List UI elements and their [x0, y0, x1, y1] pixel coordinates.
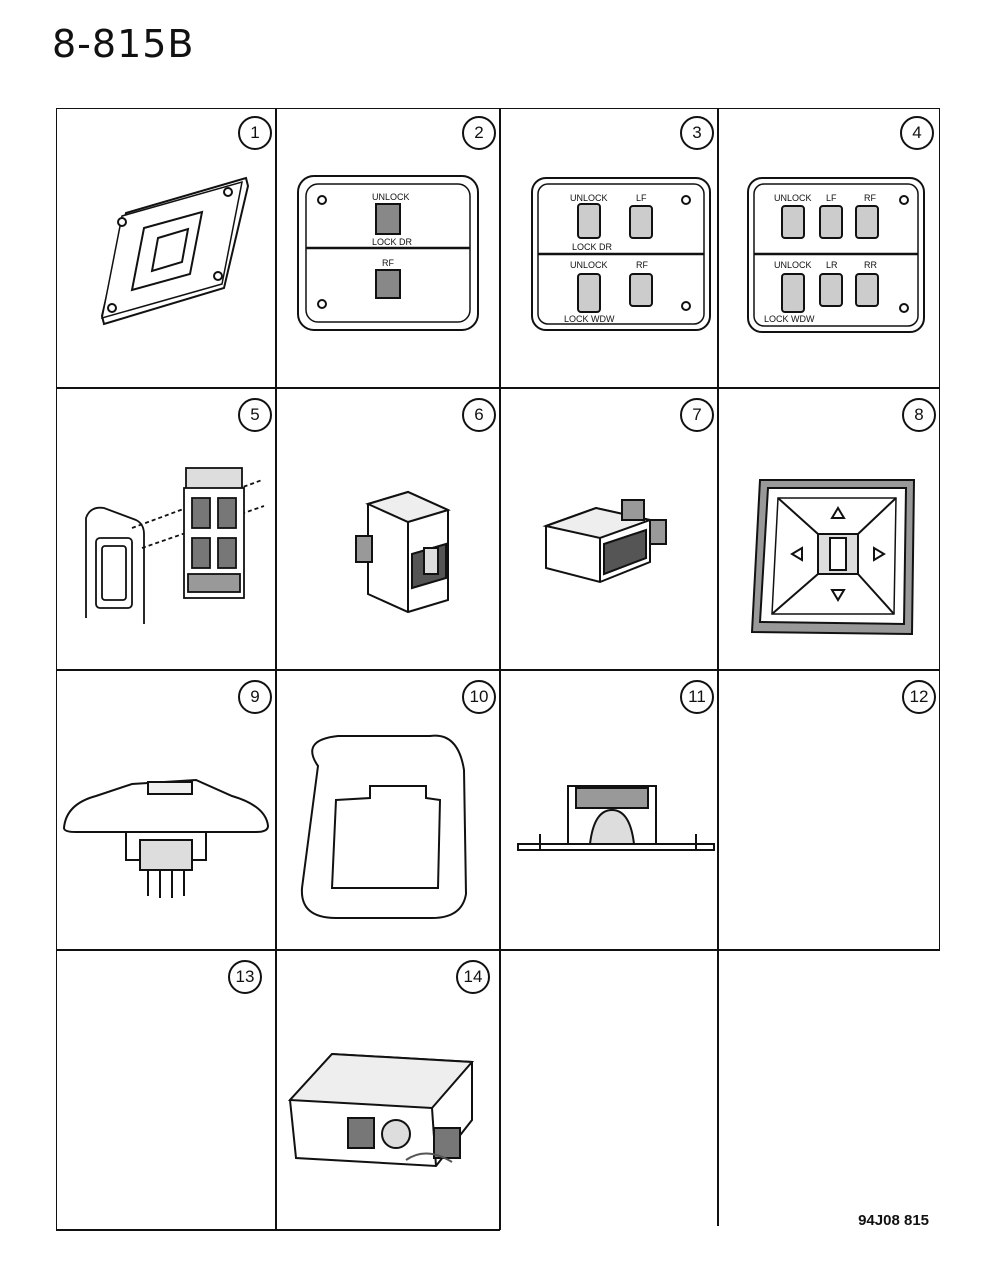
- cell-5[interactable]: 5: [56, 388, 276, 670]
- panel2-rf-label: RF: [382, 258, 394, 268]
- callout-5: 5: [238, 398, 272, 432]
- callout-12: 12: [902, 680, 936, 714]
- panel4-unlock-label: UNLOCK: [774, 193, 812, 203]
- switch-bezel-with-connector-drawing: [62, 778, 270, 898]
- figure-code: 94J08 815: [858, 1212, 929, 1229]
- panel4-rr-label: RR: [864, 260, 877, 270]
- panel4-lf-label: LF: [826, 193, 837, 203]
- mirror-switch-drawing: [750, 479, 916, 636]
- single-switch-drawing: [542, 499, 667, 584]
- page-title: 8-815B: [52, 22, 195, 66]
- callout-14: 14: [456, 960, 490, 994]
- callout-3: 3: [680, 116, 714, 150]
- callout-2: 2: [462, 116, 496, 150]
- callout-6: 6: [462, 398, 496, 432]
- cell-14[interactable]: 14: [276, 950, 500, 1230]
- trim-bezel-drawing: [100, 176, 250, 326]
- door-lock-switch-panel-drawing: UNLOCK LOCK DR RF: [297, 175, 479, 331]
- panel3-lf-label: LF: [636, 193, 647, 203]
- switch-mount-bracket-drawing: [517, 785, 715, 851]
- cell-1[interactable]: 1: [56, 108, 276, 388]
- power-window-switch-panel-drawing: UNLOCK LF RF UNLOCK LR RR LOCK WDW: [747, 177, 925, 333]
- callout-7: 7: [680, 398, 714, 432]
- cell-12[interactable]: 12: [718, 670, 940, 950]
- panel4-lr-label: LR: [826, 260, 838, 270]
- cell-7[interactable]: 7: [500, 388, 718, 670]
- lock-window-switch-panel-drawing: UNLOCK LF LOCK DR UNLOCK RF LOCK WDW: [531, 177, 711, 331]
- cell-13[interactable]: 13: [56, 950, 276, 1230]
- callout-9: 9: [238, 680, 272, 714]
- panel3-unlock2-label: UNLOCK: [570, 260, 608, 270]
- parts-grid: 1 2: [55, 107, 941, 1232]
- panel3-rf-label: RF: [636, 260, 648, 270]
- callout-1: 1: [238, 116, 272, 150]
- cell-8[interactable]: 8: [718, 388, 940, 670]
- callout-10: 10: [462, 680, 496, 714]
- multi-switch-bank-drawing: [287, 1052, 475, 1168]
- door-trim-switch-assembly-drawing: [85, 467, 265, 624]
- cell-6[interactable]: 6: [276, 388, 500, 670]
- cell-10[interactable]: 10: [276, 670, 500, 950]
- cell-9[interactable]: 9: [56, 670, 276, 950]
- panel2-unlock-label: UNLOCK: [372, 192, 410, 202]
- cell-11[interactable]: 11: [500, 670, 718, 950]
- bezel-gasket-drawing: [300, 734, 468, 919]
- panel4-lockwdw-label: LOCK WDW: [764, 314, 815, 324]
- cell-2[interactable]: 2 UNLOCK LOCK DR RF: [276, 108, 500, 388]
- cell-3[interactable]: 3 UNLOCK LF LOCK DR UNLOCK RF LOCK WDW: [500, 108, 718, 388]
- panel3-lockwdw-label: LOCK WDW: [564, 314, 615, 324]
- callout-8: 8: [902, 398, 936, 432]
- callout-4: 4: [900, 116, 934, 150]
- cell-4[interactable]: 4 UNLOCK LF RF UNLOCK LR RR LOCK WDW: [718, 108, 940, 388]
- callout-13: 13: [228, 960, 262, 994]
- panel2-lockdr-label: LOCK DR: [372, 237, 413, 247]
- callout-11: 11: [680, 680, 714, 714]
- switch-module-drawing: [355, 490, 451, 614]
- panel3-unlock-label: UNLOCK: [570, 193, 608, 203]
- panel4-unlock2-label: UNLOCK: [774, 260, 812, 270]
- panel4-rf-label: RF: [864, 193, 876, 203]
- panel3-lockdr-label: LOCK DR: [572, 242, 613, 252]
